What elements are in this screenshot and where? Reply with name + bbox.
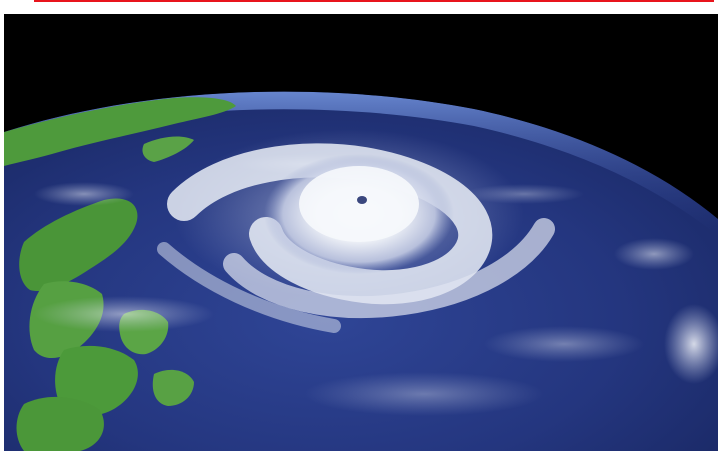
land-island-group-1 (19, 198, 138, 292)
earth-globe (4, 91, 718, 451)
typhoon-eye (357, 196, 367, 204)
land-north-coast (4, 97, 236, 166)
selection-highlight-box (34, 0, 714, 2)
earth-typhoon-illustration (4, 14, 718, 451)
typhoon-cloud-system (157, 129, 555, 333)
land-island-group-3 (55, 345, 138, 417)
satellite-photo (4, 14, 718, 451)
atmosphere-limb (4, 91, 718, 236)
